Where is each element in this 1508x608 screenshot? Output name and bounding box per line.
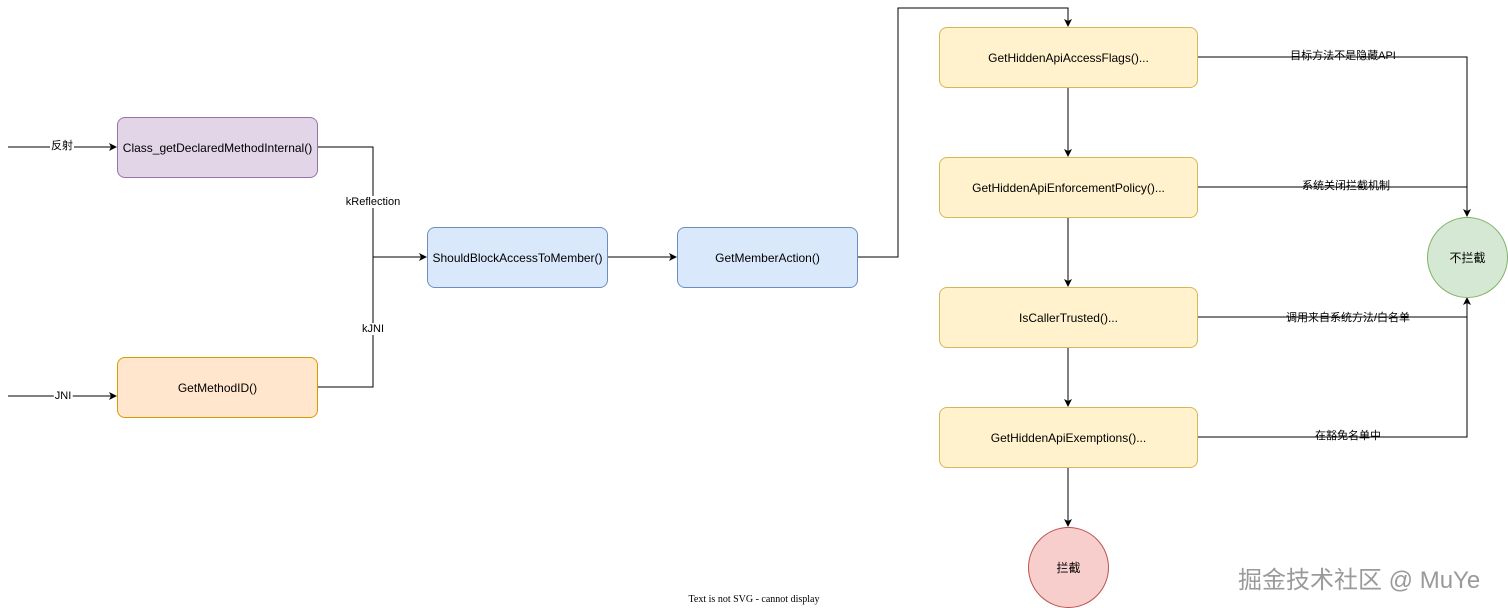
node-is-caller-trusted[interactable]: IsCallerTrusted()... — [939, 287, 1198, 348]
edge-label-system-disabled: 系统关闭拦截机制 — [1302, 180, 1390, 192]
node-get-hidden-api-enforcement-policy[interactable]: GetHiddenApiEnforcementPolicy()... — [939, 157, 1198, 218]
node-get-hidden-api-exemptions[interactable]: GetHiddenApiExemptions()... — [939, 407, 1198, 468]
edge-label-reflection: 反射 — [50, 140, 74, 152]
node-intercept[interactable]: 拦截 — [1028, 527, 1109, 608]
edge-label-in-exemptions: 在豁免名单中 — [1315, 430, 1381, 442]
edge-label-jni: JNI — [53, 390, 73, 402]
edge-label-k-reflection: kReflection — [344, 196, 402, 208]
watermark: 掘金技术社区 @ MuYe — [1238, 567, 1481, 594]
node-should-block-access[interactable]: ShouldBlockAccessToMember() — [427, 227, 608, 288]
footer-note: Text is not SVG - cannot display — [688, 594, 820, 605]
edge-label-not-hidden-api: 目标方法不是隐藏API — [1290, 50, 1396, 62]
edge-label-k-jni: kJNI — [361, 323, 385, 335]
edge-label-caller-whitelist: 调用来自系统方法/白名单 — [1285, 312, 1411, 324]
node-get-hidden-api-access-flags[interactable]: GetHiddenApiAccessFlags()... — [939, 27, 1198, 88]
node-get-method-id[interactable]: GetMethodID() — [117, 357, 318, 418]
edge-not-hidden-api — [1198, 56, 1471, 217]
node-class-get-declared-method[interactable]: Class_getDeclaredMethodInternal() — [117, 117, 318, 178]
edge-in-exemptions — [1198, 317, 1468, 438]
node-get-member-action[interactable]: GetMemberAction() — [677, 227, 858, 288]
edge-k-jni — [318, 257, 374, 388]
node-not-intercept[interactable]: 不拦截 — [1427, 217, 1508, 298]
edge-action-to-flags — [858, 7, 1072, 258]
